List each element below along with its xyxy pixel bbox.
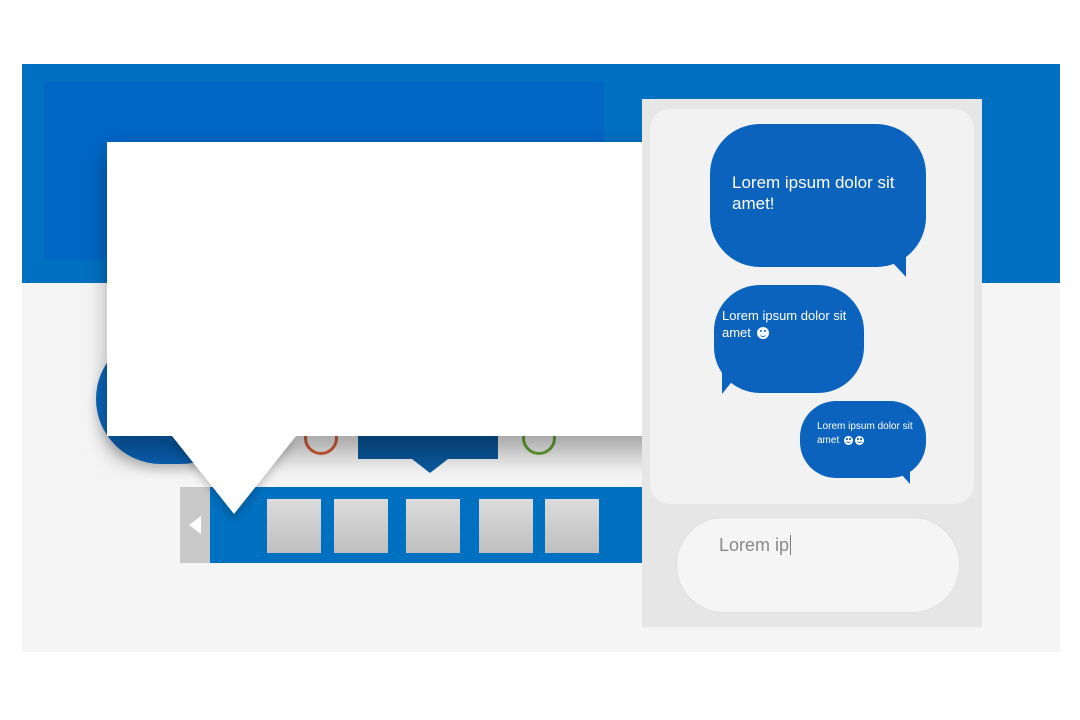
popover-card (107, 142, 724, 436)
chat-bubble-tail (880, 249, 906, 277)
smiley-icon (844, 436, 854, 445)
chat-message-text: Lorem ipsum dolor sit amet! (732, 173, 895, 213)
chat-bubble-tail (892, 464, 910, 484)
chat-messages-area: Lorem ipsum dolor sit amet! Lorem ipsum … (650, 109, 974, 504)
dizzy-face-icon (855, 436, 865, 445)
popover-pointer (172, 436, 296, 514)
chat-panel: Lorem ipsum dolor sit amet! Lorem ipsum … (642, 99, 982, 627)
text-caret (790, 535, 792, 555)
app-canvas: Lorem ipsum dolor sit amet! Lorem ipsum … (22, 64, 1060, 652)
smiley-icon (756, 327, 769, 339)
message-input[interactable]: Lorem ip (676, 517, 960, 613)
thumbnail-4[interactable] (479, 499, 533, 553)
chat-message-text: Lorem ipsum dolor sit amet (817, 421, 913, 446)
thumbnail-2[interactable] (334, 499, 388, 553)
chevron-left-icon (189, 516, 201, 534)
chat-message-1: Lorem ipsum dolor sit amet! (710, 124, 926, 267)
chat-bubble-tail (722, 364, 746, 394)
thumbnail-5[interactable] (545, 499, 599, 553)
message-input-value: Lorem ip (719, 535, 790, 555)
thumbnail-3[interactable] (406, 499, 460, 553)
chat-message-text: Lorem ipsum dolor sit amet (722, 308, 847, 340)
selected-tab-pointer (412, 459, 448, 473)
